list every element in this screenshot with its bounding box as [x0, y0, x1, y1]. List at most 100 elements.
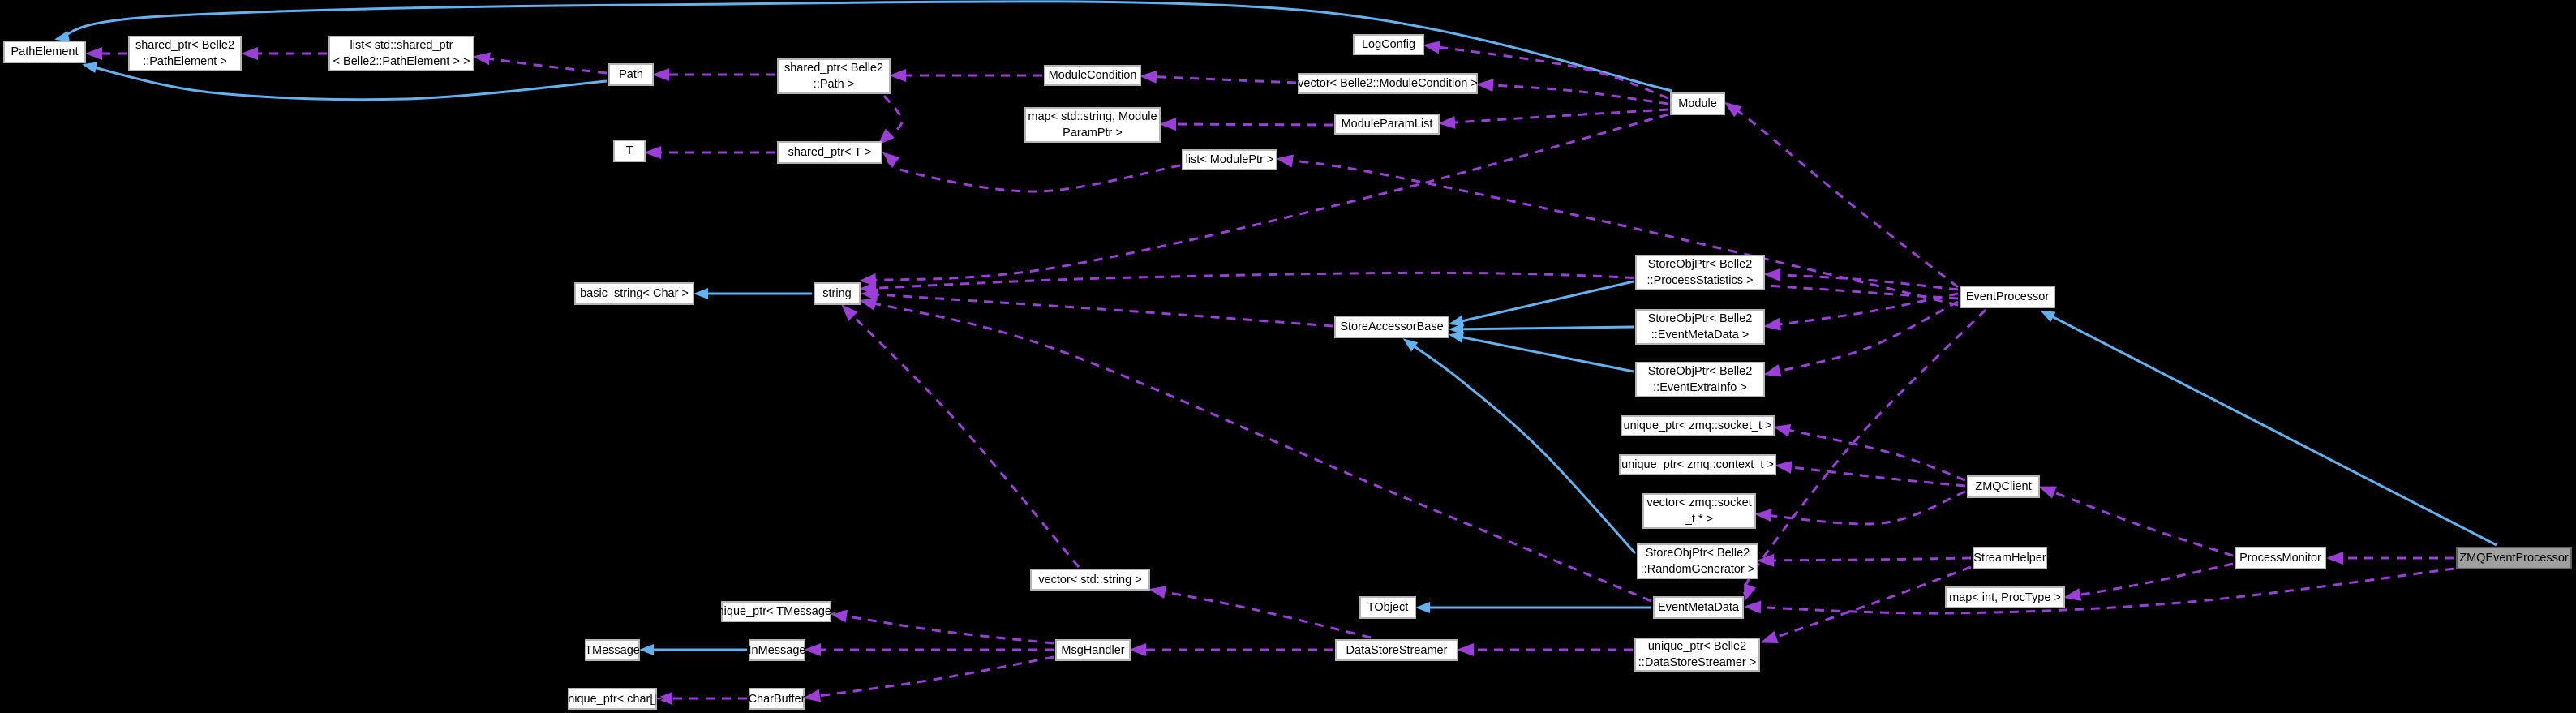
node-event-processor[interactable]: EventProcessor	[1960, 286, 2055, 308]
node-label: ZMQEventProcessor	[2459, 552, 2569, 565]
node-label: vector< Belle2::ModuleCondition >	[1298, 77, 1478, 90]
edge-module-to-vector-module-condition	[1476, 79, 1669, 105]
edge-vector-std-string-to-string	[841, 304, 1080, 568]
node-shared-ptr-t[interactable]: shared_ptr< T >	[777, 141, 882, 164]
edge-module-to-path-element	[54, 0, 1673, 92]
node-unique-ptr-tmessage[interactable]: unique_ptr< TMessage >	[711, 601, 841, 622]
node-zmq-event-processor[interactable]: ZMQEventProcessor	[2456, 547, 2572, 569]
node-tobject[interactable]: TObject	[1359, 596, 1416, 619]
edge-storeobjptr-eventmetadata-to-store-accessor-base	[1449, 323, 1634, 335]
node-map-int-proctype[interactable]: map< int, ProcType >	[1945, 586, 2065, 608]
node-label: ::EventExtraInfo >	[1653, 381, 1747, 394]
edge-list-moduleptr-to-shared-ptr-t	[882, 152, 1181, 193]
node-label: ProcessMonitor	[2239, 552, 2321, 565]
node-store-accessor-base[interactable]: StoreAccessorBase	[1334, 316, 1449, 338]
node-label: basic_string< Char >	[580, 287, 689, 300]
node-label: list< ModulePtr >	[1185, 153, 1274, 166]
node-label: TObject	[1367, 601, 1409, 614]
node-unique-ptr-char[interactable]: unique_ptr< char[]>	[561, 688, 663, 710]
node-label: shared_ptr< Belle2	[784, 62, 884, 75]
node-shared-ptr-pathelement[interactable]: shared_ptr< Belle2::PathElement >	[128, 36, 242, 71]
node-storeobjptr-randomgenerator[interactable]: StoreObjPtr< Belle2::RandomGenerator >	[1637, 543, 1758, 579]
node-label: vector< zmq::socket	[1646, 496, 1752, 509]
edge-shared-ptr-path-to-shared-ptr-t	[878, 95, 904, 145]
edge-event-processor-to-storeobjptr-eventmetadata	[1763, 292, 1959, 331]
node-vector-zmq-socket[interactable]: vector< zmq::socket_t * >	[1642, 493, 1756, 529]
node-label: StoreObjPtr< Belle2	[1645, 547, 1750, 560]
node-label: string	[822, 287, 852, 300]
node-label: DataStoreStreamer	[1346, 643, 1448, 657]
node-label: TMessage	[585, 643, 640, 657]
node-label: < Belle2::PathElement > >	[333, 55, 470, 68]
node-vector-std-string[interactable]: vector< std::string >	[1030, 569, 1150, 591]
node-label: ZMQClient	[1975, 480, 2032, 493]
edge-event-processor-to-storeobjptr-eventextrainfo	[1763, 300, 1959, 377]
edge-storeobjptr-randomgenerator-to-store-accessor-base	[1402, 338, 1637, 555]
node-stream-helper[interactable]: StreamHelper	[1973, 547, 2047, 569]
node-storeobjptr-eventextrainfo[interactable]: StoreObjPtr< Belle2::EventExtraInfo >	[1635, 362, 1765, 397]
node-label: map< int, ProcType >	[1949, 591, 2061, 604]
node-label: list< std::shared_ptr	[350, 39, 453, 52]
node-module-param-list[interactable]: ModuleParamList	[1334, 114, 1440, 135]
node-unique-ptr-zmq-socket[interactable]: unique_ptr< zmq::socket_t >	[1621, 415, 1775, 436]
node-label: shared_ptr< T >	[788, 146, 872, 159]
node-label: InMessage	[748, 643, 806, 657]
node-tmessage[interactable]: TMessage	[585, 639, 640, 661]
node-zmq-client[interactable]: ZMQClient	[1967, 475, 2040, 498]
edge-msg-handler-to-unique-ptr-tmessage	[830, 609, 1054, 645]
node-process-monitor[interactable]: ProcessMonitor	[2235, 547, 2326, 569]
node-log-config[interactable]: LogConfig	[1353, 34, 1424, 55]
node-label: vector< std::string >	[1038, 573, 1142, 586]
node-data-store-streamer[interactable]: DataStoreStreamer	[1335, 639, 1458, 661]
node-label: unique_ptr< TMessage >	[711, 605, 842, 618]
edge-zmq-client-to-unique-ptr-zmq-context	[1775, 461, 1966, 488]
edge-event-processor-to-module	[1724, 101, 1959, 289]
node-label: StoreObjPtr< Belle2	[1647, 312, 1753, 325]
node-label: unique_ptr< char[]>	[561, 692, 663, 706]
node-list-shared-ptr-pathelement[interactable]: list< std::shared_ptr< Belle2::PathEleme…	[328, 36, 474, 71]
node-shared-ptr-path[interactable]: shared_ptr< Belle2::Path >	[777, 58, 891, 94]
node-in-message[interactable]: InMessage	[749, 639, 805, 661]
node-string[interactable]: string	[814, 282, 861, 305]
node-label: unique_ptr< zmq::socket_t >	[1623, 419, 1772, 432]
node-label: T	[625, 144, 633, 157]
edge-zmq-event-processor-to-event-processor	[2040, 310, 2497, 547]
edge-path-to-list-shared-ptr-pathelement	[473, 52, 608, 75]
node-label: StoreAccessorBase	[1340, 320, 1444, 333]
edge-vector-module-condition-to-module-condition	[1140, 70, 1297, 84]
node-module-condition[interactable]: ModuleCondition	[1044, 65, 1141, 86]
node-storeobjptr-eventmetadata[interactable]: StoreObjPtr< Belle2::EventMetaData >	[1635, 309, 1765, 345]
edge-storeobjptr-eventextrainfo-to-store-accessor-base	[1449, 332, 1634, 373]
edge-msg-handler-to-char-buffer	[803, 655, 1054, 702]
node-unique-ptr-zmq-context[interactable]: unique_ptr< zmq::context_t >	[1619, 454, 1776, 475]
node-msg-handler[interactable]: MsgHandler	[1055, 639, 1131, 661]
node-module[interactable]: Module	[1670, 92, 1725, 115]
edge-stream-helper-to-unique-ptr-datastorestreamer	[1760, 565, 1972, 643]
node-list-moduleptr[interactable]: list< ModulePtr >	[1182, 149, 1277, 170]
node-event-meta-data[interactable]: EventMetaData	[1653, 596, 1744, 619]
node-basic-string-char[interactable]: basic_string< Char >	[574, 282, 694, 305]
node-path[interactable]: Path	[608, 63, 654, 86]
node-label: StreamHelper	[1973, 552, 2046, 565]
node-label: CharBuffer	[748, 692, 805, 706]
node-unique-ptr-datastorestreamer[interactable]: unique_ptr< Belle2::DataStoreStreamer >	[1634, 638, 1760, 672]
node-char-buffer[interactable]: CharBuffer	[749, 688, 805, 710]
node-storeobjptr-processstatistics[interactable]: StoreObjPtr< Belle2::ProcessStatistics >	[1635, 255, 1765, 290]
node-label: unique_ptr< Belle2	[1647, 640, 1747, 653]
node-vector-module-condition[interactable]: vector< Belle2::ModuleCondition >	[1298, 73, 1478, 94]
edge-data-store-streamer-to-vector-std-string	[1148, 586, 1372, 639]
node-label: LogConfig	[1361, 38, 1416, 51]
node-label: ::Path >	[813, 78, 855, 91]
node-path-element[interactable]: PathElement	[3, 41, 86, 63]
edge-process-monitor-to-zmq-client	[2038, 486, 2234, 557]
node-label: unique_ptr< zmq::context_t >	[1621, 458, 1774, 471]
edge-stream-helper-to-storeobjptr-randomgenerator	[1757, 553, 1972, 567]
node-label: StoreObjPtr< Belle2	[1647, 365, 1753, 378]
node-t[interactable]: T	[613, 140, 646, 162]
edge-storeobjptr-processstatistics-to-store-accessor-base	[1449, 280, 1634, 327]
node-label: EventMetaData	[1658, 601, 1739, 614]
edge-event-processor-to-storeobjptr-processstatistics	[1763, 268, 1959, 291]
